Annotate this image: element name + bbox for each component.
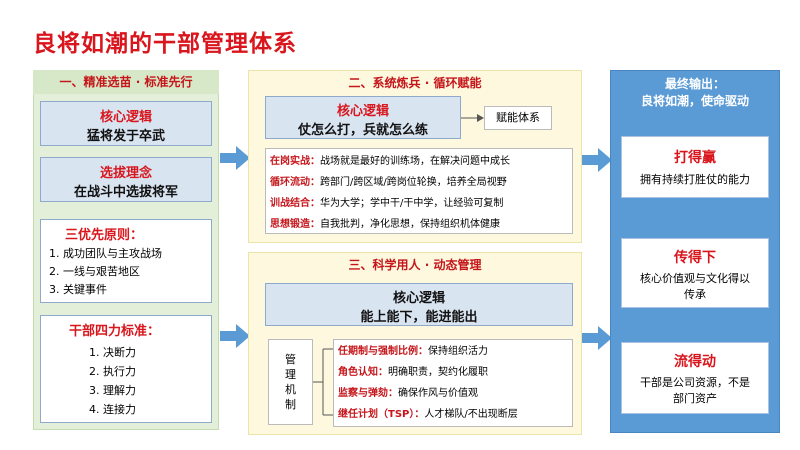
output-header: 最终输出： 良将如潮，使命驱动: [640, 77, 749, 108]
standard-item: 2. 执行力: [89, 365, 136, 378]
core-logic-text-2: 仗怎么打，兵就怎么练: [297, 123, 428, 138]
section3-rows: 任期制与强制比例：保持组织活力 角色认知：明确职责，契约化履职 监察与弹劾：确保…: [333, 339, 573, 427]
arrow-right-icon: [582, 326, 612, 350]
standard-item: 3. 理解力: [89, 384, 136, 397]
section2-header: 二、系统炼兵 · 循环赋能: [348, 76, 482, 90]
selection-box: 选拔理念 在战斗中选拔将军: [40, 157, 212, 202]
list-item: 角色认知：明确职责，契约化履职: [338, 367, 488, 378]
arrow-right-icon: [582, 148, 612, 172]
core-logic-title-2: 核心逻辑: [336, 104, 389, 119]
core-logic-box-2: 核心逻辑 仗怎么打，兵就怎么练: [265, 96, 461, 139]
list-item: 继任计划（TSP）：人才梯队/不出现断层: [338, 409, 518, 420]
output-item-flow: 流得动 干部是公司资源，不是 部门资产: [621, 342, 769, 414]
selection-title: 选拔理念: [99, 166, 152, 181]
core-logic-text-3: 能上能下，能进能出: [360, 310, 478, 325]
section2-rows: 在岗实战：战场就是最好的训练场，在解决问题中成长 循环流动：跨部门/跨区域/跨岗…: [265, 148, 573, 234]
priority-item: 2. 一线与艰苦地区: [49, 265, 140, 278]
list-item: 任期制与强制比例：保持组织活力: [338, 346, 488, 357]
list-item: 循环流动：跨部门/跨区域/跨岗位轮换，培养全局视野: [270, 177, 507, 188]
core-logic-title-1: 核心逻辑: [99, 110, 152, 125]
list-item: 训战结合：华为大学；学中干/干中学，让经验可复制: [270, 198, 504, 209]
priority-item: 1. 成功团队与主攻战场: [49, 247, 162, 260]
enable-system-label: 赋能体系: [484, 106, 552, 130]
core-logic-title-3: 核心逻辑: [392, 291, 445, 306]
arrow-right-icon: [220, 146, 250, 170]
core-logic-text-1: 猛将发于卒武: [86, 129, 165, 144]
bracket-icon: [313, 348, 333, 416]
selection-text: 在战斗中选拔将军: [73, 185, 178, 200]
priority-item: 3. 关键事件: [49, 283, 107, 296]
page-title: 良将如潮的干部管理体系: [33, 31, 297, 57]
arrow-right-icon: [220, 324, 250, 348]
list-item: 在岗实战：战场就是最好的训练场，在解决问题中成长: [270, 156, 510, 167]
mechanism-label: 管理机制: [268, 339, 313, 425]
standard-box: 干部四力标准： 1. 决断力 2. 执行力 3. 理解力 4. 连接力: [40, 315, 212, 423]
core-logic-box-1: 核心逻辑 猛将发于卒武: [40, 101, 212, 146]
output-item-win: 打得赢 拥有持续打胜仗的能力: [621, 136, 769, 198]
standard-item: 4. 连接力: [89, 403, 136, 416]
core-logic-box-3: 核心逻辑 能上能下，能进能出: [265, 283, 573, 326]
list-item: 监察与弹劾：确保作风与价值观: [338, 388, 478, 399]
arrow-small-icon: [461, 114, 484, 122]
output-item-inherit: 传得下 核心价值观与文化得以 传承: [621, 238, 769, 308]
standard-item: 1. 决断力: [89, 346, 136, 359]
priority-title: 三优先原则：: [65, 228, 144, 243]
list-item: 思想锻造：自我批判，净化思想，保持组织机体健康: [270, 219, 500, 230]
standard-title: 干部四力标准：: [69, 324, 161, 339]
section1-header: 一、精准选苗 · 标准先行: [33, 70, 219, 94]
priority-box: 三优先原则： 1. 成功团队与主攻战场 2. 一线与艰苦地区 3. 关键事件: [40, 219, 212, 303]
section3-header: 三、科学用人 · 动态管理: [348, 258, 482, 272]
